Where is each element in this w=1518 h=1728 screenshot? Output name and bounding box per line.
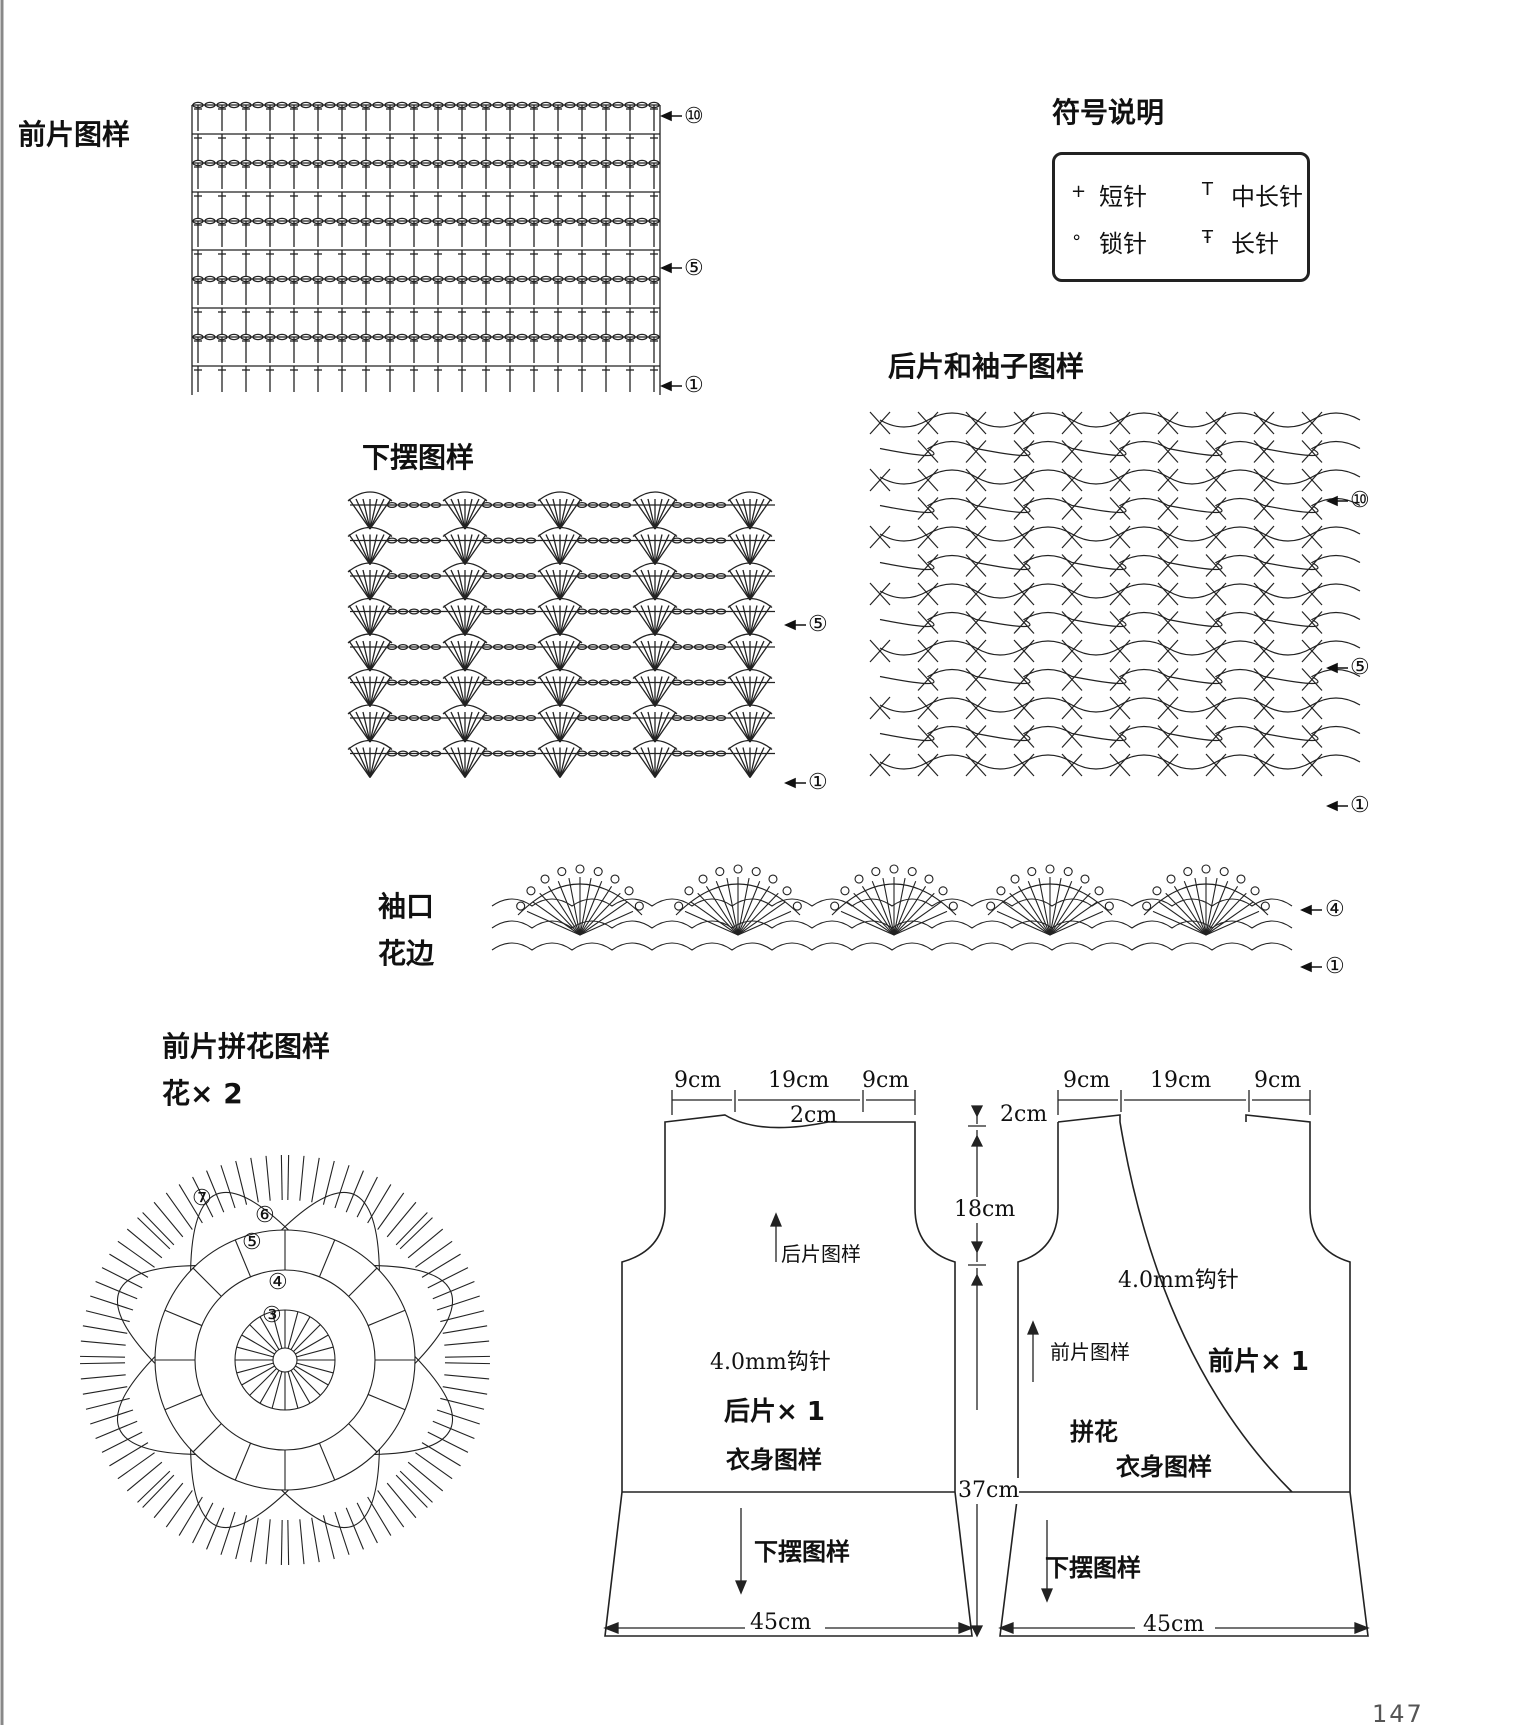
legend-chain-label: 锁针 [1099, 230, 1147, 258]
legend-hdc-label: 中长针 [1231, 183, 1303, 211]
back-up-arrow-label: 后片图样 [781, 1242, 861, 1266]
cuff-row-1-marker: ① [1325, 954, 1345, 979]
hdc-symbol-icon: T [1202, 179, 1213, 200]
cuff-row-4-marker: ④ [1325, 897, 1345, 922]
cuff-edging-chart [491, 864, 1293, 951]
front-piece-schematic [999, 1114, 1369, 1637]
chain-symbol-icon: ∘ [1071, 227, 1083, 248]
front-pattern-title: 前片图样 [18, 118, 131, 151]
back-dim-neck: 19cm [768, 1068, 830, 1093]
dc-symbol-icon: Ŧ [1202, 227, 1213, 248]
symbol-legend: + 短针 T 中长针 ∘ 锁针 Ŧ 长针 [1052, 152, 1310, 282]
shoulder-drop-dim: 2cm [1000, 1102, 1048, 1127]
motif-round-7-marker: ⑦ [192, 1186, 212, 1211]
front-up-arrow-label: 前片图样 [1050, 1340, 1130, 1364]
back-piece-count: 后片× 1 [724, 1397, 825, 1427]
back-hem-pattern-label: 下摆图样 [754, 1538, 850, 1566]
front-body-pattern-label: 衣身图样 [1116, 1453, 1212, 1481]
back-width: 45cm [750, 1610, 812, 1635]
hem-row-1-marker: ① [808, 770, 828, 795]
body-length-dim: 37cm [958, 1478, 1020, 1504]
motif-title-line2: 花× 2 [162, 1077, 243, 1110]
back-dim-shoulder-right: 9cm [862, 1068, 910, 1093]
hem-row-5-marker: ⑤ [808, 612, 828, 637]
legend-sc-label: 短针 [1099, 183, 1147, 211]
back-sleeve-pattern-title: 后片和袖子图样 [888, 350, 1085, 383]
front-dim-shoulder-left: 9cm [1063, 1068, 1111, 1093]
front-dim-shoulder-right: 9cm [1254, 1068, 1302, 1093]
back-row-1-marker: ① [1350, 793, 1370, 818]
cuff-title-line2: 花边 [378, 937, 435, 970]
front-dim-neck: 19cm [1150, 1068, 1212, 1093]
front-hook-size: 4.0mm钩针 [1118, 1268, 1239, 1293]
front-hem-pattern-label: 下摆图样 [1045, 1554, 1141, 1582]
cuff-title-line1: 袖口 [378, 890, 435, 923]
front-row-1-marker: ① [684, 373, 704, 398]
dimension-lines [603, 1090, 1370, 1638]
front-motif-label: 拼花 [1070, 1418, 1118, 1446]
back-dim-shoulder-left: 9cm [674, 1068, 722, 1093]
front-row-10-marker: ⑩ [684, 104, 704, 129]
back-neck-drop: 2cm [790, 1103, 838, 1128]
motif-round-4-marker: ④ [268, 1270, 288, 1295]
armhole-depth-dim: 18cm [954, 1197, 1016, 1223]
motif-round-3-marker: ③ [262, 1303, 282, 1328]
sc-symbol-icon: + [1071, 181, 1087, 202]
back-body-pattern-label: 衣身图样 [726, 1446, 822, 1474]
front-row-5-marker: ⑤ [684, 256, 704, 281]
back-piece-schematic [604, 1114, 973, 1637]
motif-round-6-marker: ⑥ [255, 1203, 275, 1228]
front-width: 45cm [1143, 1612, 1205, 1637]
front-piece-count: 前片× 1 [1208, 1347, 1309, 1377]
back-hook-size: 4.0mm钩针 [710, 1350, 831, 1375]
legend-dc-label: 长针 [1231, 230, 1279, 258]
back-row-5-marker: ⑤ [1350, 655, 1370, 680]
front-motif-chart [80, 1155, 490, 1565]
hem-pattern-title: 下摆图样 [362, 441, 475, 474]
front-pattern-chart [191, 101, 661, 395]
back-sleeve-pattern-chart [869, 411, 1361, 777]
motif-title-line1: 前片拼花图样 [162, 1030, 331, 1063]
back-row-10-marker: ⑩ [1350, 488, 1370, 513]
legend-title: 符号说明 [1052, 96, 1165, 129]
page-number: 147 [1372, 1700, 1424, 1728]
motif-round-5-marker: ⑤ [242, 1230, 262, 1255]
hem-pattern-chart [347, 491, 775, 778]
